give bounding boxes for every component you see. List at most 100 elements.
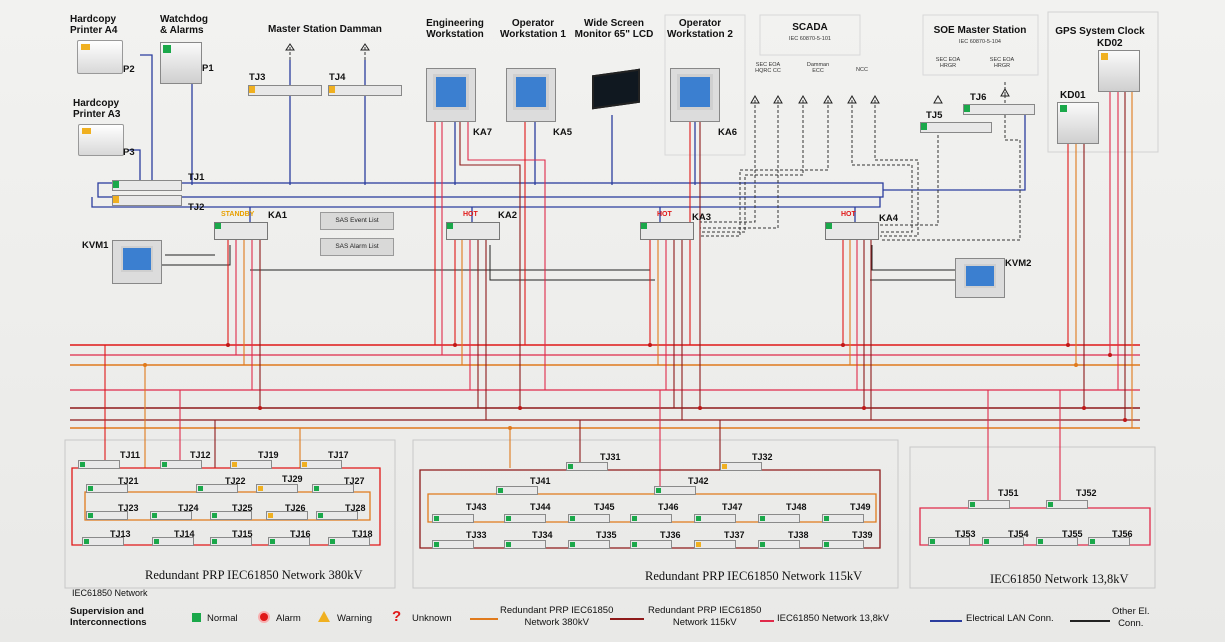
kd01-label: KD01 bbox=[1060, 90, 1086, 101]
legend-normal: Normal bbox=[207, 613, 238, 624]
switch-tj26[interactable] bbox=[266, 511, 308, 520]
switch-tj47[interactable] bbox=[694, 514, 736, 523]
switch-tj25[interactable] bbox=[210, 511, 252, 520]
label-tj19: TJ19 bbox=[258, 450, 279, 460]
wide-screen-monitor-icon[interactable] bbox=[592, 68, 640, 110]
label-tj36: TJ36 bbox=[660, 530, 681, 540]
switch-tj17[interactable] bbox=[300, 460, 342, 469]
switch-tj16[interactable] bbox=[268, 537, 310, 546]
switch-tj12[interactable] bbox=[160, 460, 202, 469]
legend-alarm: Alarm bbox=[276, 613, 301, 624]
switch-tj21[interactable] bbox=[86, 484, 128, 493]
switch-tj45[interactable] bbox=[568, 514, 610, 523]
switch-tj13[interactable] bbox=[82, 537, 124, 546]
switch-tj39[interactable] bbox=[822, 540, 864, 549]
switch-tj33[interactable] bbox=[432, 540, 474, 549]
switch-tj22[interactable] bbox=[196, 484, 238, 493]
switch-tj36[interactable] bbox=[630, 540, 672, 549]
controller-ka1[interactable] bbox=[214, 222, 268, 240]
controller-ka3[interactable] bbox=[640, 222, 694, 240]
switch-tj34[interactable] bbox=[504, 540, 546, 549]
switch-tj4[interactable] bbox=[328, 85, 402, 96]
switch-tj37[interactable] bbox=[694, 540, 736, 549]
bus-lines bbox=[70, 344, 1140, 429]
scada-target-1: SEC EOA HQRC CC bbox=[755, 62, 781, 74]
soe-label: SOE Master Station bbox=[933, 25, 1027, 36]
operator-ws1-label: Operator Workstation 1 bbox=[500, 18, 566, 40]
kvm1-icon[interactable] bbox=[112, 240, 162, 284]
ka7-tag: KA7 bbox=[473, 127, 493, 138]
switch-tj51[interactable] bbox=[968, 500, 1010, 509]
switch-tj44[interactable] bbox=[504, 514, 546, 523]
legend-line-380 bbox=[470, 618, 498, 620]
label-tj34: TJ34 bbox=[532, 530, 553, 540]
switch-tj52[interactable] bbox=[1046, 500, 1088, 509]
printer-a3-icon[interactable] bbox=[78, 124, 124, 156]
switch-tj48[interactable] bbox=[758, 514, 800, 523]
switch-tj42[interactable] bbox=[654, 486, 696, 495]
operator-ws2-icon[interactable] bbox=[670, 68, 720, 122]
label-tj37: TJ37 bbox=[724, 530, 745, 540]
switch-tj14[interactable] bbox=[152, 537, 194, 546]
label-tj55: TJ55 bbox=[1062, 529, 1083, 539]
unknown-legend-icon: ? bbox=[392, 608, 402, 625]
controller-ka4[interactable] bbox=[825, 222, 879, 240]
switch-tj53[interactable] bbox=[928, 537, 970, 546]
switch-tj19[interactable] bbox=[230, 460, 272, 469]
label-tj26: TJ26 bbox=[285, 503, 306, 513]
switch-tj49[interactable] bbox=[822, 514, 864, 523]
switch-tj6[interactable] bbox=[963, 104, 1035, 115]
operator-ws1-icon[interactable] bbox=[506, 68, 556, 122]
switch-tj27[interactable] bbox=[312, 484, 354, 493]
switch-tj29[interactable] bbox=[256, 484, 298, 493]
sas-event-list-button[interactable]: SAS Event List bbox=[320, 212, 394, 230]
ka4-state: HOT bbox=[841, 211, 856, 218]
switch-tj3[interactable] bbox=[248, 85, 322, 96]
switch-tj54[interactable] bbox=[982, 537, 1024, 546]
controller-ka2[interactable] bbox=[446, 222, 500, 240]
engineering-workstation-icon[interactable] bbox=[426, 68, 476, 122]
frame-scada bbox=[759, 14, 861, 56]
gps-clock-kd02-icon[interactable] bbox=[1098, 50, 1140, 92]
watchdog-icon[interactable] bbox=[160, 42, 202, 84]
switch-tj5[interactable] bbox=[920, 122, 992, 133]
switch-tj11[interactable] bbox=[78, 460, 120, 469]
kvm2-icon[interactable] bbox=[955, 258, 1005, 298]
label-tj24: TJ24 bbox=[178, 503, 199, 513]
switch-tj56[interactable] bbox=[1088, 537, 1130, 546]
switch-tj1[interactable] bbox=[112, 180, 182, 191]
soe-target-2: SEC EOA HRGR bbox=[989, 57, 1015, 69]
label-tj51: TJ51 bbox=[998, 488, 1019, 498]
switch-tj28[interactable] bbox=[316, 511, 358, 520]
switch-tj18[interactable] bbox=[328, 537, 370, 546]
label-tj25: TJ25 bbox=[232, 503, 253, 513]
switch-tj38[interactable] bbox=[758, 540, 800, 549]
switch-tj15[interactable] bbox=[210, 537, 252, 546]
network-380kv-label: Redundant PRP IEC61850 Network 380kV bbox=[145, 568, 363, 582]
switch-tj24[interactable] bbox=[150, 511, 192, 520]
switch-tj55[interactable] bbox=[1036, 537, 1078, 546]
gps-label: GPS System Clock bbox=[1055, 26, 1145, 37]
junction-dots bbox=[143, 343, 1127, 430]
switch-tj35[interactable] bbox=[568, 540, 610, 549]
switch-tj23[interactable] bbox=[86, 511, 128, 520]
label-tj28: TJ28 bbox=[345, 503, 366, 513]
ka3-tag: KA3 bbox=[692, 212, 712, 223]
legend-title: Supervision and Interconnections bbox=[70, 606, 147, 628]
gps-clock-kd01-icon[interactable] bbox=[1057, 102, 1099, 144]
printer-a4-icon[interactable] bbox=[77, 40, 123, 74]
label-tj33: TJ33 bbox=[466, 530, 487, 540]
switch-tj31[interactable] bbox=[566, 462, 608, 471]
legend-115: Redundant PRP IEC61850 Network 115kV bbox=[648, 605, 762, 628]
label-tj13: TJ13 bbox=[110, 529, 131, 539]
switch-tj2[interactable] bbox=[112, 195, 182, 206]
switch-tj41[interactable] bbox=[496, 486, 538, 495]
ring-115kv bbox=[419, 469, 881, 549]
sas-alarm-list-button[interactable]: SAS Alarm List bbox=[320, 238, 394, 256]
switch-tj32[interactable] bbox=[720, 462, 762, 471]
ka1-state: STANDBY bbox=[221, 211, 255, 218]
network-13kv-label: IEC61850 Network 13,8kV bbox=[990, 572, 1129, 586]
label-tj46: TJ46 bbox=[658, 502, 679, 512]
switch-tj43[interactable] bbox=[432, 514, 474, 523]
switch-tj46[interactable] bbox=[630, 514, 672, 523]
